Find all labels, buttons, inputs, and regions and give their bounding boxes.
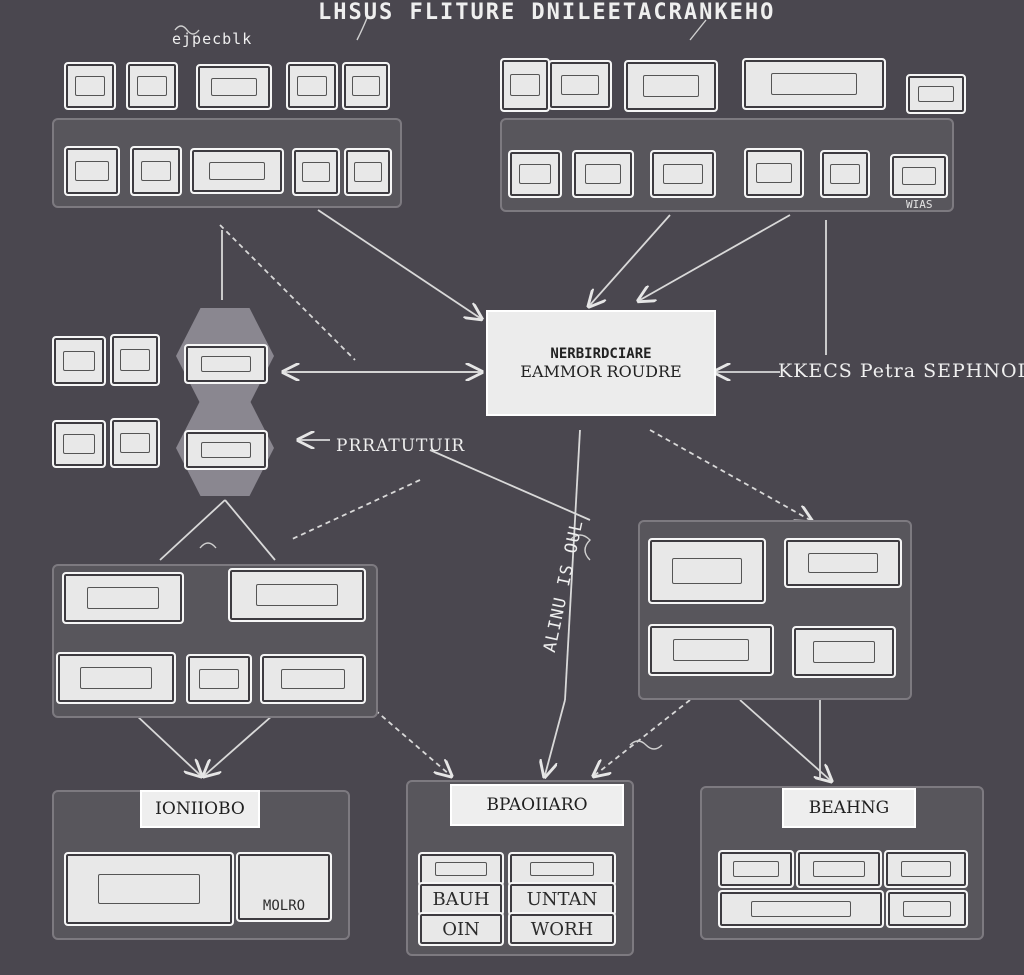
module-box: [186, 654, 252, 704]
module-box: [418, 852, 504, 886]
core-subtitle: EAMMOR ROUDRE: [520, 361, 682, 381]
module-box: [500, 58, 550, 112]
module-box: [718, 890, 884, 928]
module-box: [344, 148, 392, 196]
module-box: [548, 60, 612, 110]
module-box: [508, 150, 562, 198]
module-box: [292, 148, 340, 196]
connector: [545, 699, 566, 775]
module-box: [130, 146, 182, 196]
connector: [739, 699, 830, 780]
module-box: [64, 146, 120, 196]
connector: [289, 479, 421, 541]
module-box: [52, 336, 106, 386]
right-label: KKECS Petra SEPHNOI: [778, 360, 1024, 382]
connector: [317, 209, 480, 318]
top-left-label: ejpecblk: [172, 30, 253, 48]
module-box: [228, 568, 366, 622]
row-cell: BAUH: [418, 882, 504, 916]
connector: [159, 499, 226, 561]
module-box: [184, 430, 268, 470]
module-box: [624, 60, 718, 112]
module-box: [820, 150, 870, 198]
module-box: [342, 62, 390, 110]
connector: [219, 224, 356, 361]
module-box: [126, 62, 178, 110]
group-bottom-center-title: BPAOIIARO: [450, 784, 624, 826]
mid-left-label: PRRATUTUIR: [336, 436, 466, 456]
module-box: [742, 58, 886, 110]
right-small-label: WIAS: [906, 198, 933, 211]
module-box: [110, 418, 160, 468]
module-box: [648, 538, 766, 604]
connector: [649, 429, 810, 520]
module-box: [650, 150, 716, 198]
core-node: NERBIRDCIARE EAMMOR ROUDRE: [486, 310, 716, 416]
core-title: NERBIRDCIARE: [550, 345, 652, 362]
module-box: [784, 538, 902, 588]
connector: [595, 699, 691, 775]
module-box: [56, 652, 176, 704]
row-cell: UNTAN: [508, 882, 616, 916]
module-box: [744, 148, 804, 198]
module-box: [260, 654, 366, 704]
module-box: [62, 572, 184, 624]
module-box: [196, 64, 272, 110]
module-box: [184, 344, 268, 384]
connector: [590, 214, 671, 305]
cluster-top-right-lower: [500, 118, 954, 212]
connector: [640, 214, 791, 300]
connector: [224, 499, 276, 561]
connector: [374, 709, 450, 775]
group-bottom-left-title: IONIIOBO: [140, 790, 260, 828]
module-box: [884, 850, 968, 888]
module-box: [110, 334, 160, 386]
module-box: [64, 852, 234, 926]
module-box: [52, 420, 106, 468]
diagram-title: LHSUS FLITURE DNILEETACRANKEHO: [318, 0, 776, 25]
module-box: [190, 148, 284, 194]
module-box: [792, 626, 896, 678]
group-bottom-right-title: BEAHNG: [782, 788, 916, 828]
module-box: [886, 890, 968, 928]
module-box: [64, 62, 116, 110]
connector: [429, 449, 591, 521]
module-box: [890, 154, 948, 198]
module-box: [796, 850, 882, 888]
module-box: [508, 852, 616, 886]
row-cell: OIN: [418, 912, 504, 946]
module-box: [906, 74, 966, 114]
row-cell: WORH: [508, 912, 616, 946]
module-box-label: MOLRO: [236, 852, 332, 922]
module-box: [572, 150, 634, 198]
module-box: [648, 624, 774, 676]
module-box: [718, 850, 794, 888]
connector: [564, 429, 581, 701]
module-box: [286, 62, 338, 110]
